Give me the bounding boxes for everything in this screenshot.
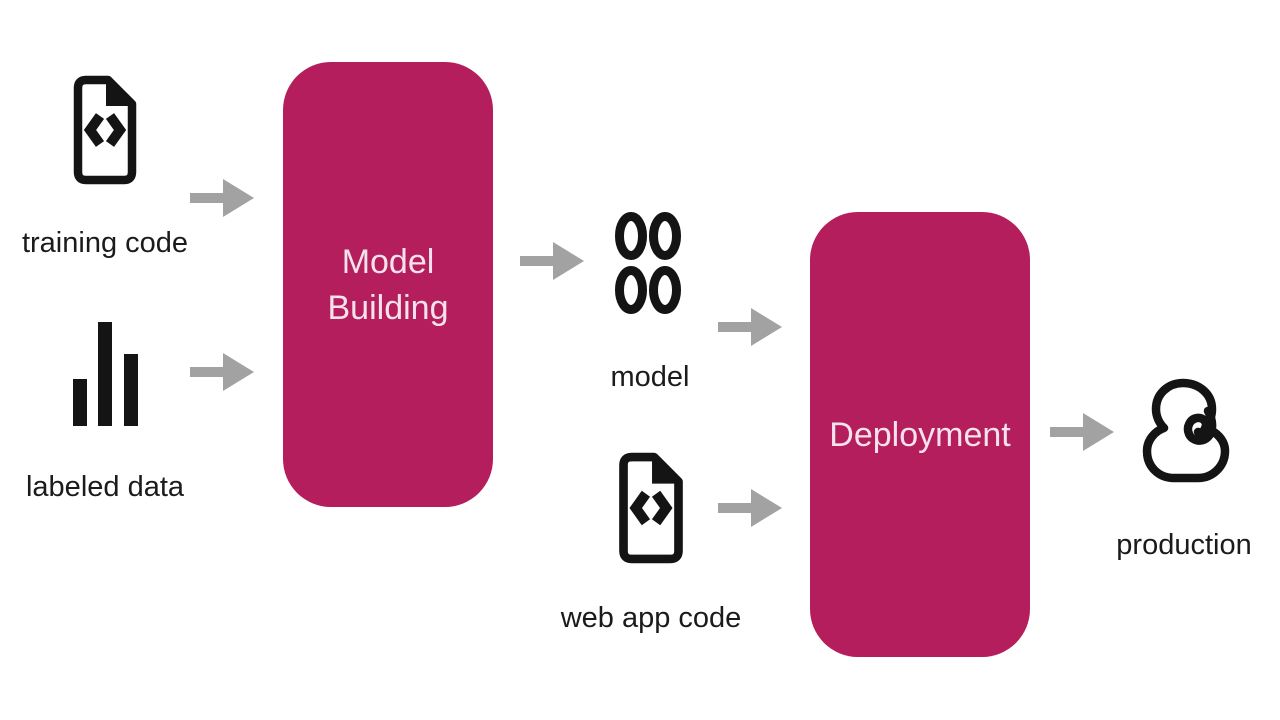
code-file-icon <box>73 75 137 185</box>
arrow-web-app-code-to-deployment-icon <box>718 489 782 527</box>
bar-chart-icon <box>73 322 138 426</box>
model-building-label-line1: Model <box>341 242 435 281</box>
model-four-nodes-icon <box>615 212 681 314</box>
cloud-icon <box>1142 378 1230 483</box>
labeled-data-label: labeled data <box>25 471 185 503</box>
deployment-box: Deployment <box>810 212 1030 657</box>
model-building-label-line2: Building <box>327 288 449 327</box>
deployment-label: Deployment <box>829 415 1011 454</box>
arrow-labeled-data-to-model-building-icon <box>190 353 254 391</box>
arrow-model-building-to-model-icon <box>520 242 584 280</box>
production-label: production <box>1116 529 1252 561</box>
model-label: model <box>610 361 690 393</box>
web-app-code-label: web app code <box>560 602 742 634</box>
code-file-icon <box>619 452 683 564</box>
model-building-box: Model Building <box>283 62 493 507</box>
training-code-label: training code <box>21 227 189 259</box>
arrow-deployment-to-production-icon <box>1050 413 1114 451</box>
arrow-model-to-deployment-icon <box>718 308 782 346</box>
arrow-training-code-to-model-building-icon <box>190 179 254 217</box>
